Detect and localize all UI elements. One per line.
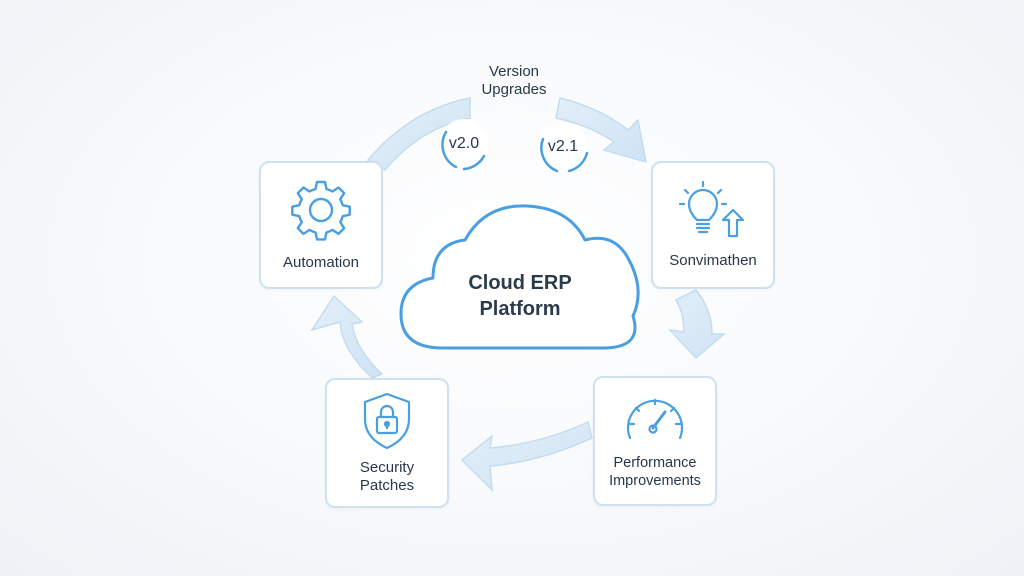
- version-from-ring: [441, 130, 486, 171]
- automation-label: Automation: [283, 254, 359, 271]
- version-to-badge: v2.1: [538, 122, 589, 173]
- cloud-icon: [399, 204, 640, 350]
- gear-icon: [291, 180, 351, 241]
- version-from-label: v2.0: [448, 135, 480, 152]
- performance-label: Performance Improvements: [609, 455, 701, 489]
- innovation-label: Sonvimathen: [669, 252, 757, 269]
- version-to-label: v2.1: [547, 138, 579, 155]
- arrow-innovation-to-performance: [668, 289, 727, 360]
- center-title: Cloud ERP Platform: [468, 272, 572, 320]
- arrow-upgrades-to-innovation: [555, 97, 647, 164]
- card-security: Security Patches: [325, 378, 449, 508]
- arrow-automation-to-upgrades: [366, 97, 471, 171]
- version-to-ring: [540, 137, 589, 173]
- card-innovation: Sonvimathen: [651, 161, 775, 289]
- security-label: Security Patches: [359, 459, 415, 494]
- card-automation: Automation: [259, 161, 383, 289]
- arrow-security-to-automation: [310, 294, 384, 379]
- version-upgrades-title: Version Upgrades: [481, 63, 547, 98]
- shield-lock-icon: [363, 392, 411, 450]
- gauge-icon: [626, 398, 684, 440]
- lightbulb-arrow-up-icon: [678, 180, 745, 238]
- version-from-badge: v2.0: [439, 119, 489, 171]
- arrow-performance-to-security: [460, 420, 593, 492]
- card-performance: Performance Improvements: [593, 376, 717, 506]
